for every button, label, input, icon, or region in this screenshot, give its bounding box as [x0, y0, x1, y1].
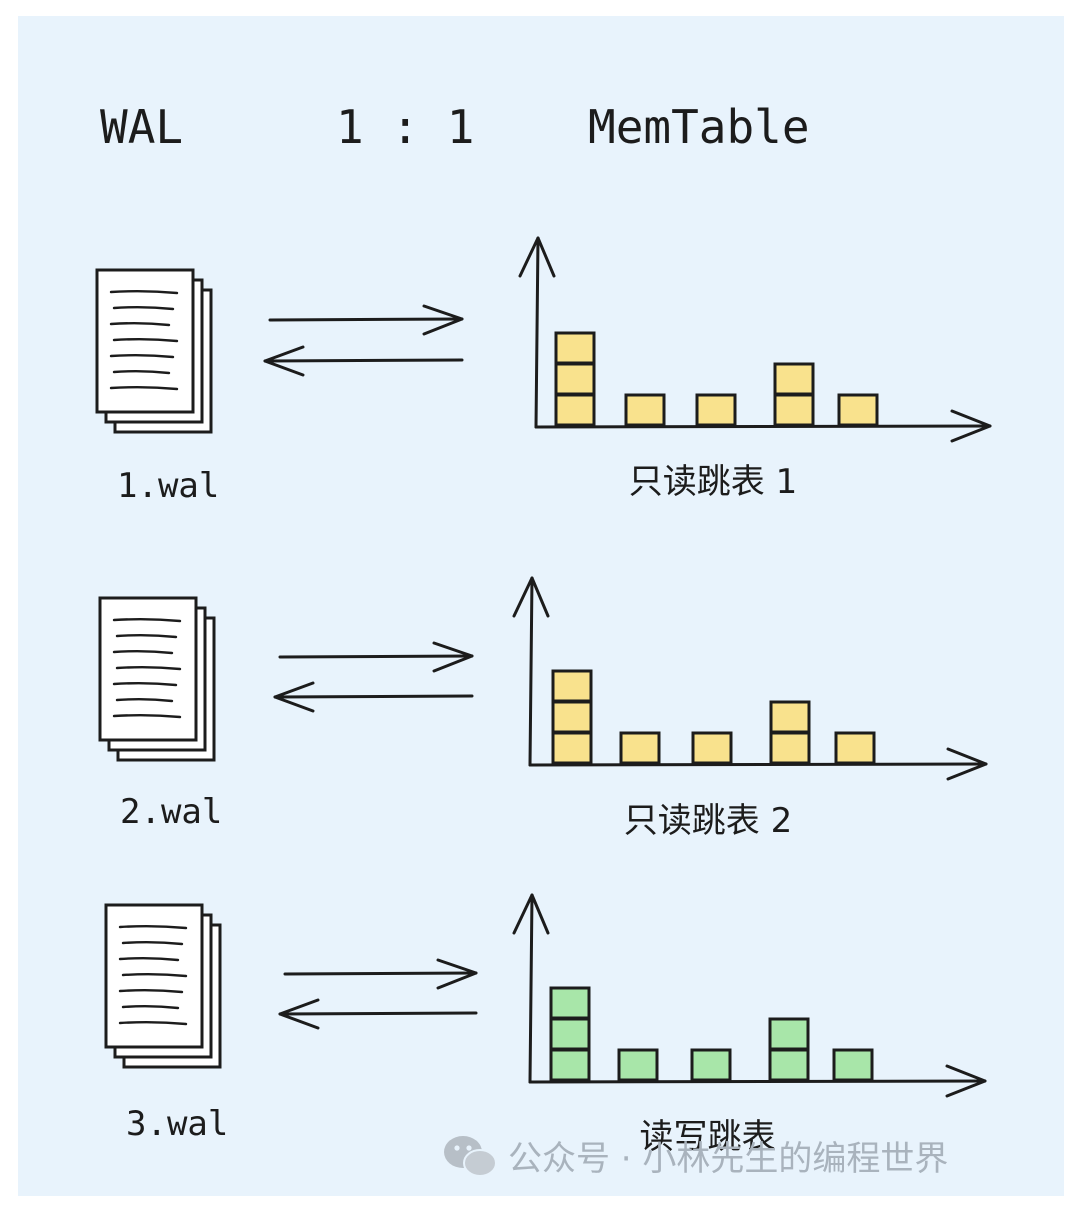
row-2: 2.wal 只读跳表 2 — [98, 576, 988, 841]
skiplist-block — [768, 1048, 810, 1082]
skiplist-block — [624, 393, 666, 427]
skiplist-axes — [518, 236, 992, 443]
skiplist-block — [768, 1017, 810, 1051]
skiplist-block — [619, 731, 661, 765]
skiplist-block — [769, 700, 811, 734]
bidirectional-arrows — [278, 958, 478, 1030]
skiplist-block — [695, 393, 737, 427]
skiplist-axes — [512, 893, 987, 1098]
arrow-left — [278, 1011, 478, 1016]
memtable-label: 只读跳表 2 — [624, 801, 792, 841]
header-memtable: MemTable — [588, 100, 810, 154]
skiplist-block — [617, 1048, 659, 1082]
arrow-left — [263, 358, 464, 363]
wechat-icon — [444, 1136, 497, 1177]
skiplist-block — [773, 362, 815, 396]
wal-file-icon — [104, 903, 222, 1069]
memtable-label: 读写跳表 — [640, 1117, 776, 1157]
skiplist-block — [554, 331, 596, 365]
arrow-left — [273, 694, 474, 699]
wal-file-icon — [95, 268, 213, 434]
skiplist-block — [554, 362, 596, 396]
wal-file-label: 3.wal — [126, 1104, 228, 1144]
wal-file-label: 1.wal — [117, 466, 219, 506]
skiplist-block — [690, 1048, 732, 1082]
skiplist-block — [554, 393, 596, 427]
skiplist-block — [691, 731, 733, 765]
header-wal: WAL — [100, 100, 183, 154]
row-1: 1.wal 只读跳表 1 — [95, 236, 992, 506]
arrow-right — [283, 971, 478, 976]
skiplist-block — [549, 986, 591, 1020]
skiplist-block — [769, 731, 811, 765]
bidirectional-arrows — [263, 304, 464, 377]
skiplist-block — [834, 731, 876, 765]
skiplist-block — [551, 700, 593, 734]
arrow-right — [268, 317, 464, 322]
arrow-right — [278, 654, 474, 659]
wal-file-icon — [98, 596, 216, 762]
row-3: 3.wal 读写跳表 — [104, 893, 987, 1157]
skiplist-block — [549, 1017, 591, 1051]
header-ratio: 1 : 1 — [336, 100, 474, 154]
skiplist-block — [773, 393, 815, 427]
skiplist-block — [837, 393, 879, 427]
memtable-label: 只读跳表 1 — [629, 462, 797, 502]
skiplist-block — [551, 669, 593, 703]
watermark-text: 公众号 · 小林先生的编程世界 — [508, 1139, 948, 1179]
skiplist-block — [832, 1048, 874, 1082]
watermark: 公众号 · 小林先生的编程世界 — [444, 1136, 948, 1179]
skiplist-block — [551, 731, 593, 765]
wal-file-label: 2.wal — [120, 792, 222, 832]
skiplist-block — [549, 1048, 591, 1082]
bidirectional-arrows — [273, 641, 474, 713]
skiplist-axes — [512, 576, 988, 781]
